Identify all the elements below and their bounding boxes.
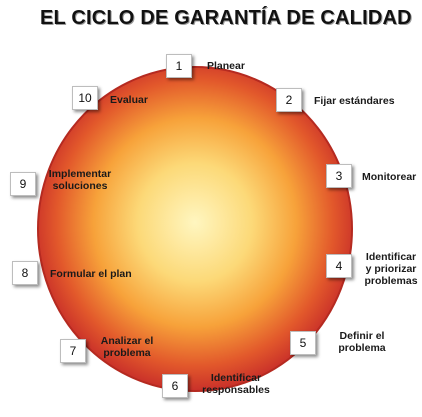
step-4-number-box: 4 — [326, 254, 352, 278]
step-10-number-box: 10 — [72, 86, 98, 110]
step-7-label: Analizar el problema — [100, 335, 154, 359]
step-1-label: Planear — [207, 60, 245, 72]
step-6-number-box: 6 — [162, 374, 188, 398]
step-6-label: Identificar responsables — [202, 372, 270, 396]
step-10-label: Evaluar — [110, 94, 148, 106]
step-3-number-box: 3 — [326, 164, 352, 188]
step-2-number-box: 2 — [276, 88, 302, 112]
step-9-label: Implementar soluciones — [48, 168, 112, 192]
step-5-number-box: 5 — [290, 331, 316, 355]
step-1-number-box: 1 — [166, 54, 192, 78]
step-7-number-box: 7 — [60, 339, 86, 363]
step-4-label: Identificar y priorizar problemas — [364, 251, 418, 287]
step-8-number-box: 8 — [12, 261, 38, 285]
step-9-number-box: 9 — [10, 172, 36, 196]
step-3-label: Monitorear — [362, 171, 417, 183]
page-title: EL CICLO DE GARANTÍA DE CALIDAD — [40, 7, 412, 29]
step-2-label: Fijar estándares — [314, 95, 395, 107]
quality-cycle-circle — [37, 66, 353, 392]
step-8-label: Formular el plan — [50, 268, 132, 280]
step-5-label: Definir el problema — [338, 330, 386, 354]
